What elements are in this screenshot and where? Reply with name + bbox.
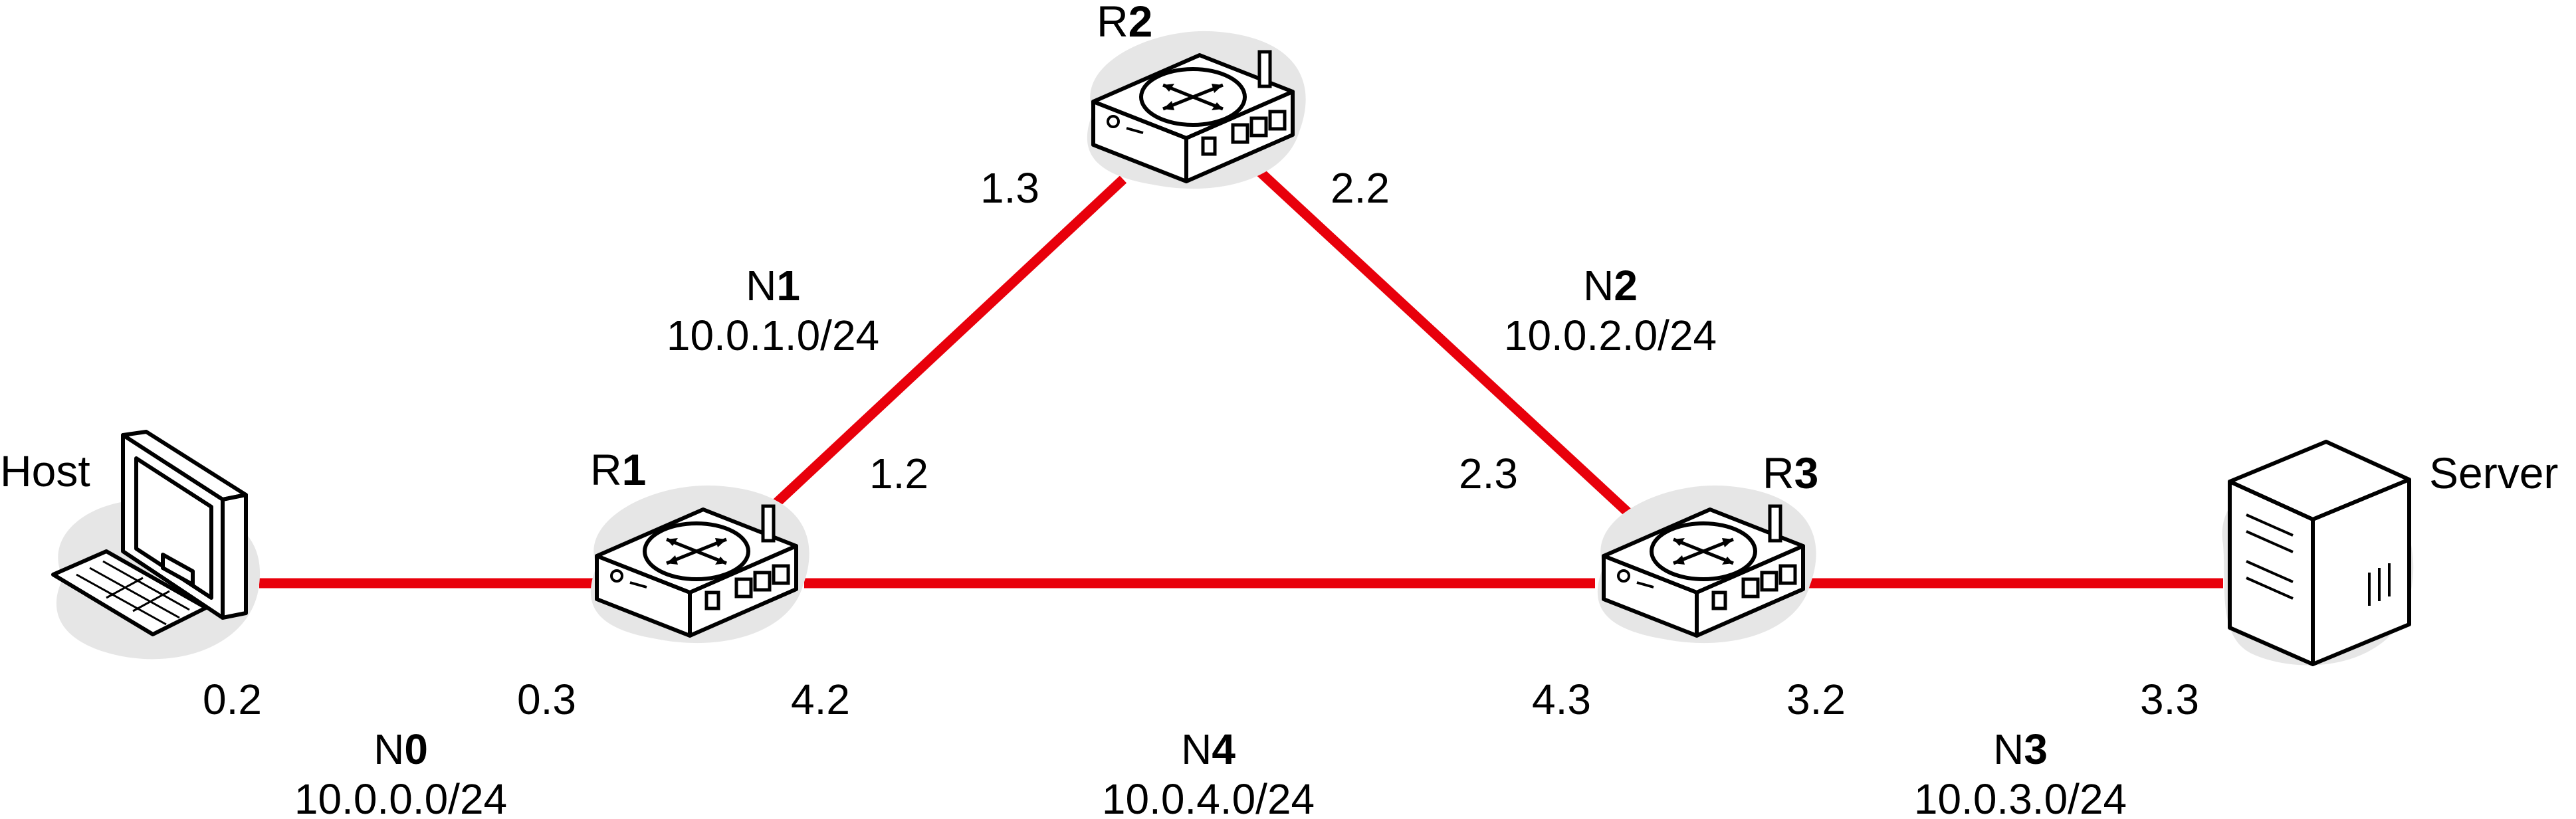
network-name: N3 — [1993, 725, 2048, 773]
network-subnet: 10.0.3.0/24 — [1914, 775, 2127, 819]
iface-host-n0: 0.2 — [203, 676, 262, 723]
router-r2-node[interactable]: R2 — [1087, 0, 1306, 189]
network-n0-label: N0 10.0.0.0/24 — [294, 725, 507, 819]
router-icon — [1598, 486, 1816, 643]
router-icon — [591, 486, 809, 643]
iface-server-n3: 3.3 — [2140, 676, 2199, 723]
iface-r3-n2: 2.3 — [1459, 450, 1518, 498]
network-links — [259, 167, 2223, 589]
interface-labels: 0.2 0.3 1.2 4.2 1.3 2.2 2.3 4.3 3.2 3.3 — [203, 164, 2199, 723]
host-node[interactable]: Host — [0, 430, 261, 660]
link-n2 — [1255, 167, 1632, 517]
iface-r3-n3: 3.2 — [1786, 676, 1846, 723]
network-name: N2 — [1583, 262, 1638, 310]
router-r3-node[interactable]: R3 — [1598, 448, 1819, 643]
iface-r2-n2: 2.2 — [1331, 164, 1390, 212]
router-r2-label: R2 — [1097, 0, 1152, 46]
iface-r3-n4: 4.3 — [1532, 676, 1591, 723]
network-n4-label: N4 10.0.4.0/24 — [1102, 725, 1315, 819]
tower-server-icon — [2228, 440, 2411, 666]
server-label: Server — [2429, 448, 2558, 498]
network-labels: N0 10.0.0.0/24 N1 10.0.1.0/24 N2 10.0.2.… — [294, 262, 2127, 819]
desktop-computer-icon — [51, 430, 248, 636]
network-name: N0 — [374, 725, 428, 773]
router-icon — [1087, 31, 1306, 189]
network-n3-label: N3 10.0.3.0/24 — [1914, 725, 2127, 819]
iface-r1-n0: 0.3 — [517, 676, 576, 723]
network-n1-label: N1 10.0.1.0/24 — [667, 262, 879, 359]
network-name: N4 — [1181, 725, 1235, 773]
iface-r1-n4: 4.2 — [791, 676, 850, 723]
network-subnet: 10.0.0.0/24 — [294, 775, 507, 819]
iface-r1-n1: 1.2 — [869, 450, 928, 498]
network-subnet: 10.0.2.0/24 — [1504, 312, 1717, 359]
server-node[interactable]: Server — [2222, 440, 2559, 666]
router-r1-label: R1 — [590, 445, 646, 494]
router-r1-node[interactable]: R1 — [590, 445, 809, 643]
router-r3-label: R3 — [1763, 448, 1818, 498]
network-name: N1 — [746, 262, 800, 310]
iface-r2-n1: 1.3 — [980, 164, 1039, 212]
network-subnet: 10.0.1.0/24 — [667, 312, 879, 359]
network-n2-label: N2 10.0.2.0/24 — [1504, 262, 1717, 359]
link-n1 — [767, 175, 1127, 512]
host-label: Host — [0, 446, 90, 496]
network-subnet: 10.0.4.0/24 — [1102, 775, 1315, 819]
